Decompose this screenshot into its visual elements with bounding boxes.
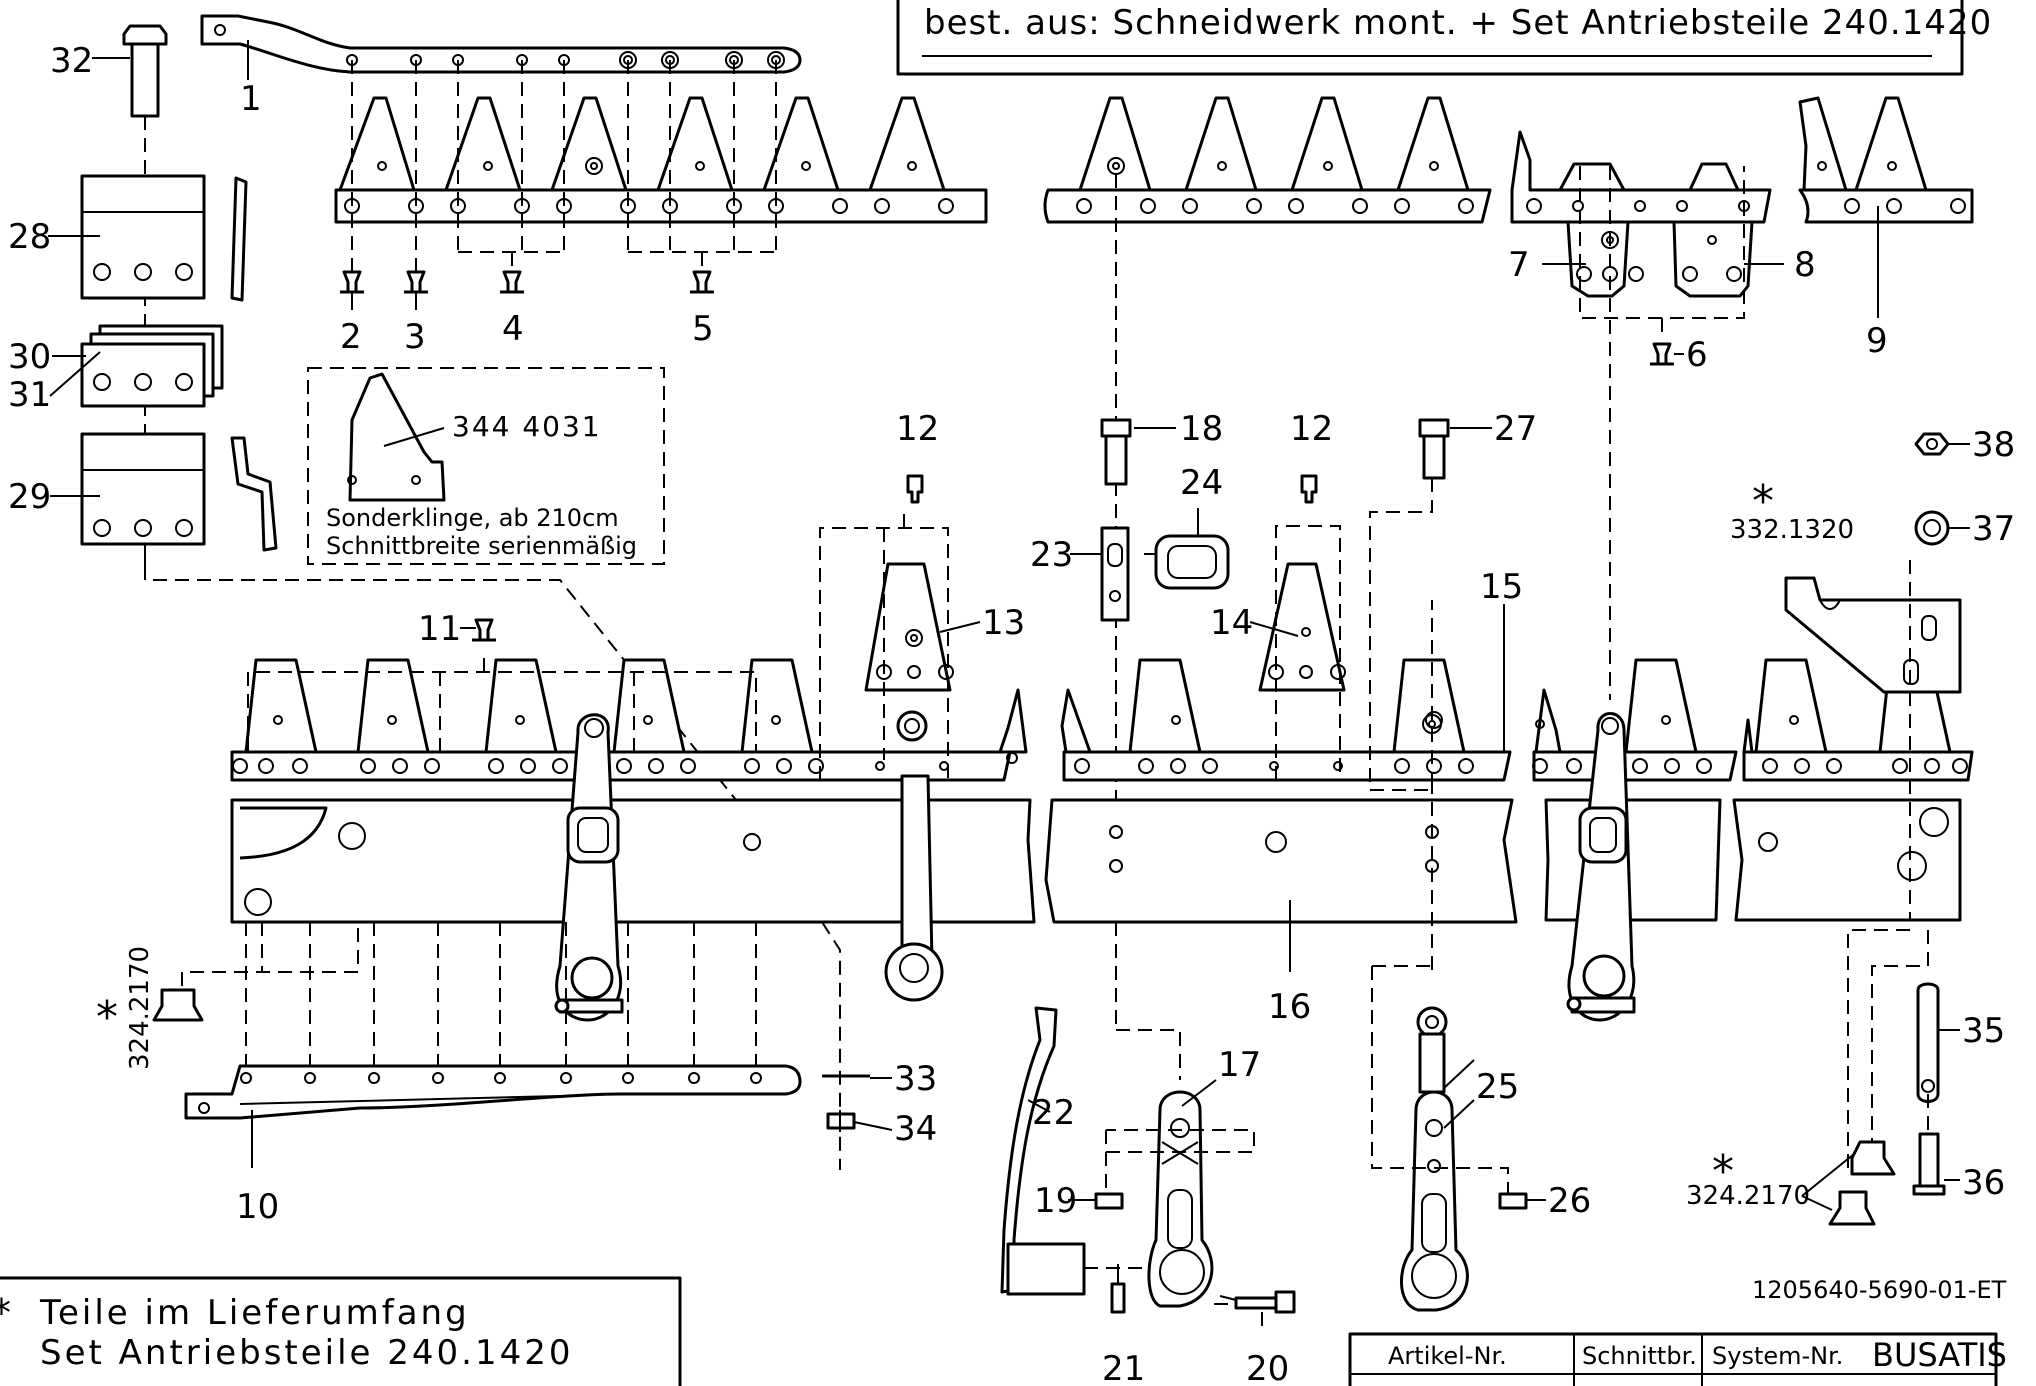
footnote-box: * Teile im Lieferumfang Set Antriebsteil…: [0, 1276, 682, 1386]
callout-12a: 12: [896, 409, 939, 449]
star-324-left: *: [96, 992, 118, 1043]
top-blade-row-middle: [1043, 96, 1492, 1030]
callout-14: 14: [1210, 603, 1253, 643]
callout-36: 36: [1962, 1163, 2005, 1203]
ref-332-1320: 332.1320: [1730, 515, 1854, 545]
drive-arm-left: [554, 713, 624, 1022]
parts-35-36: [1828, 929, 1946, 1226]
star-324-right: *: [1712, 1146, 1734, 1197]
ref-324-left: 324.2170: [125, 946, 155, 1070]
callout-13: 13: [982, 603, 1025, 643]
link-25: [1371, 965, 1528, 1312]
callout-6: 6: [1686, 335, 1708, 375]
callout-34: 34: [894, 1109, 937, 1149]
bottom-finger-bar-10: [152, 921, 841, 1170]
callout-28: 28: [8, 217, 51, 257]
part-14: [1258, 474, 1346, 780]
bolt-18: [1100, 418, 1132, 486]
parts-23-24: [1100, 526, 1230, 622]
footnote-star: *: [0, 1291, 11, 1335]
callout-4: 4: [502, 309, 524, 349]
top-blade-row-left: [334, 60, 988, 272]
callout-21: 21: [1102, 1349, 1145, 1386]
link-17: [1094, 1029, 1296, 1314]
callout-19: 19: [1034, 1181, 1077, 1221]
callout-17: 17: [1218, 1045, 1261, 1085]
bolt-27: [1369, 418, 1450, 791]
main-knife-bar: [230, 658, 1974, 924]
callout-23: 23: [1030, 535, 1073, 575]
callout-1: 1: [240, 79, 262, 119]
dash-25: [1422, 714, 1442, 976]
detail-line2: Schnittbreite serienmäßig: [326, 532, 637, 560]
callout-20: 20: [1246, 1349, 1289, 1386]
callout-9: 9: [1866, 321, 1888, 361]
drive-arm-13: [819, 474, 954, 1002]
doc-number: 1205640-5690-01-ET: [1752, 1276, 2007, 1304]
callout-35: 35: [1962, 1011, 2005, 1051]
callout-16: 16: [1268, 987, 1311, 1027]
ref-324-right: 324.2170: [1686, 1181, 1810, 1211]
callout-32: 32: [50, 41, 93, 81]
footnote-line2: Set Antriebsteile 240.1420: [40, 1333, 574, 1373]
table-header-schnittbr: Schnittbr.: [1582, 1342, 1697, 1370]
header-box: best. aus: Schneidwerk mont. + Set Antri…: [896, 0, 1992, 76]
callout-18: 18: [1180, 409, 1223, 449]
callout-30: 30: [8, 337, 51, 377]
top-blade-row-right: [1510, 130, 1772, 700]
detail-part-number: 344 4031: [452, 410, 602, 443]
callout-11: 11: [418, 609, 461, 649]
top-finger-bar-1: [200, 14, 802, 74]
dash-11: [247, 658, 757, 752]
screw-11: [472, 618, 496, 642]
clamp-stack-left: [80, 174, 761, 831]
callout-29: 29: [8, 477, 51, 517]
callout-37: 37: [1972, 509, 2015, 549]
callout-26: 26: [1548, 1181, 1591, 1221]
callout-2: 2: [340, 317, 362, 357]
star-332: *: [1752, 476, 1774, 527]
callout-24: 24: [1180, 463, 1223, 503]
callout-33: 33: [894, 1059, 937, 1099]
callout-7: 7: [1508, 245, 1530, 285]
callouts: 32 1 28 30 31 29 2 3 4 5 7 8 6 9 12 12 1…: [8, 41, 2015, 1386]
star-references: * 332.1320 * 324.2170 * 324.2170: [96, 476, 1854, 1211]
detail-line1: Sonderklinge, ab 210cm: [326, 504, 619, 532]
callout-15: 15: [1480, 567, 1523, 607]
screws-2-5: [340, 270, 714, 294]
callout-10: 10: [236, 1187, 279, 1227]
callout-22: 22: [1032, 1093, 1075, 1133]
top-blade-row-far-right: [1798, 96, 1974, 224]
callout-8: 8: [1794, 245, 1816, 285]
detail-box: 344 4031 Sonderklinge, ab 210cm Schnittb…: [307, 367, 665, 565]
drive-arm-right: [1566, 712, 1636, 1022]
table-header-system: System-Nr.: [1712, 1342, 1843, 1370]
header-subtitle: best. aus: Schneidwerk mont. + Set Antri…: [924, 3, 1992, 43]
parts-table: Artikel-Nr. Schnittbr. System-Nr. BUSATI…: [1348, 1332, 2007, 1386]
parts-33-34: [822, 1074, 870, 1132]
callout-25: 25: [1476, 1067, 1519, 1107]
callout-31: 31: [8, 375, 51, 415]
callout-27: 27: [1494, 409, 1537, 449]
part-22: [1000, 1006, 1160, 1296]
callout-38: 38: [1972, 425, 2015, 465]
callout-5: 5: [692, 309, 714, 349]
callout-3: 3: [404, 317, 426, 357]
table-header-artikel: Artikel-Nr.: [1388, 1342, 1507, 1370]
callout-12b: 12: [1290, 409, 1333, 449]
leaders: [48, 40, 1970, 1326]
part-332-1320: [1784, 432, 1962, 920]
table-brand: BUSATIS: [1872, 1336, 2007, 1374]
footnote-line1: Teile im Lieferumfang: [39, 1293, 470, 1333]
